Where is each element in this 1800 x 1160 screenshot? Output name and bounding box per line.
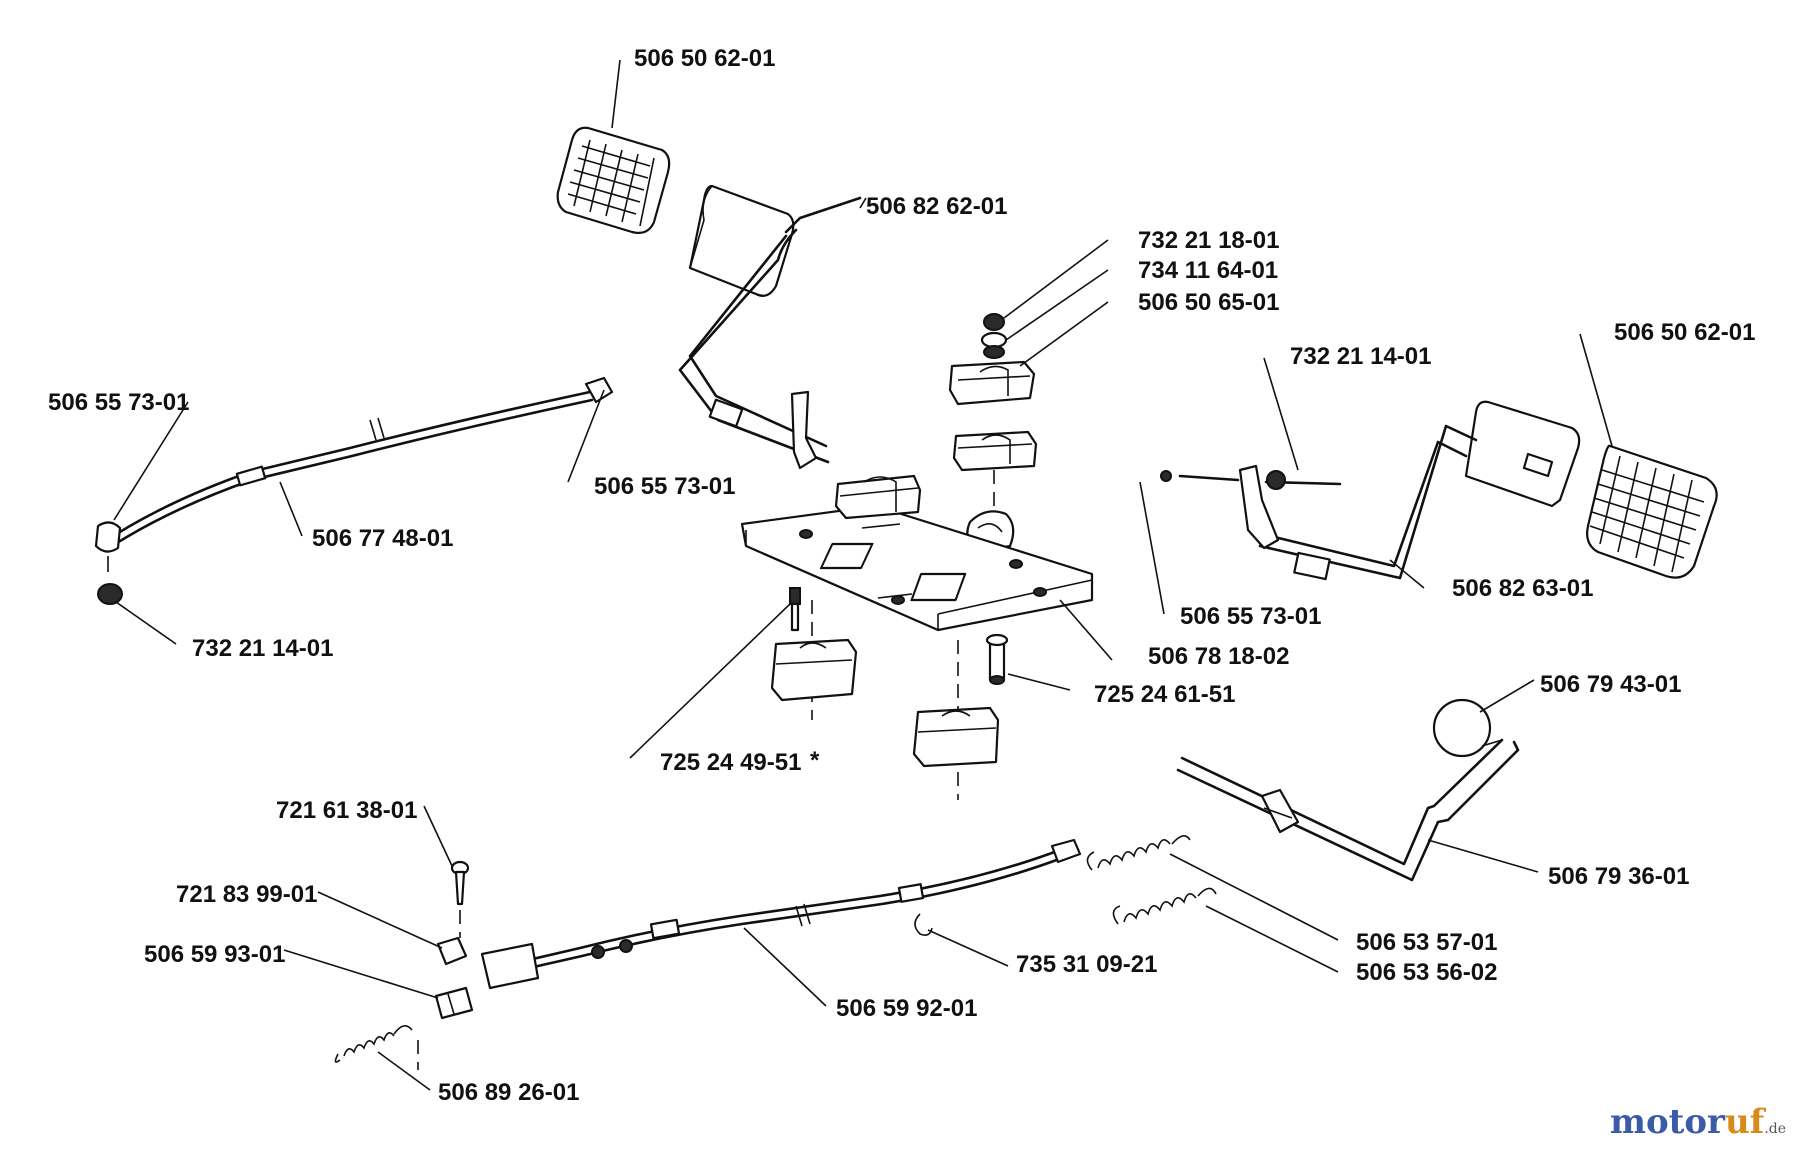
part-labels: 506 50 62-01 506 82 62-01 732 21 18-01 7… <box>48 45 1755 1106</box>
label-cable-end-right: 506 55 73-01 <box>594 473 735 500</box>
label-knob: 506 79 43-01 <box>1540 671 1681 698</box>
label-pin-right: 506 55 73-01 <box>1180 603 1321 630</box>
label-spring-a: 506 53 57-01 <box>1356 929 1497 956</box>
label-pedal-arm-right: 506 82 63-01 <box>1452 575 1593 602</box>
label-cable-end-left: 506 55 73-01 <box>48 389 189 416</box>
label-spring-small: 506 89 26-01 <box>438 1079 579 1106</box>
pedal-arm-left <box>678 184 862 470</box>
pedal-pad-right <box>1586 444 1718 579</box>
cable-lower <box>480 838 1082 990</box>
rod <box>1176 738 1520 882</box>
knob <box>1432 698 1503 758</box>
spring-small <box>334 1025 419 1070</box>
label-pedal-pad-right: 506 50 62-01 <box>1614 319 1755 346</box>
pedal-pad-left <box>556 126 671 234</box>
bushing-small <box>434 986 474 1020</box>
label-clip: 735 31 09-21 <box>1016 951 1157 978</box>
clamp <box>436 936 468 966</box>
label-cable-upper: 506 77 48-01 <box>312 525 453 552</box>
logo-part-3: .de <box>1764 1121 1786 1137</box>
label-bolt-left: 725 24 49-51 <box>660 749 801 776</box>
cable-upper <box>94 376 614 605</box>
label-washer-top: 734 11 64-01 <box>1138 257 1278 284</box>
logo-part-2: uf <box>1724 1102 1765 1142</box>
label-plate: 506 78 18-02 <box>1148 643 1289 670</box>
label-screw: 721 61 38-01 <box>276 797 417 824</box>
label-bolt-center: 725 24 61-51 <box>1094 681 1235 708</box>
pedal-arm-right <box>1160 400 1581 581</box>
logo-part-1: motor <box>1609 1102 1725 1142</box>
spring-a <box>1086 835 1191 871</box>
mounting-plate <box>740 474 1094 800</box>
label-rod: 506 79 36-01 <box>1548 863 1689 890</box>
label-nut-left: 732 21 14-01 <box>192 635 333 662</box>
bolt-left <box>789 587 801 632</box>
watermark-logo: motoruf.de <box>1610 1102 1786 1142</box>
screw <box>450 860 470 938</box>
label-bushing-top: 506 50 65-01 <box>1138 289 1279 316</box>
spring-b <box>1112 887 1217 925</box>
label-bushing-small: 506 59 93-01 <box>144 941 285 968</box>
label-nut-top: 732 21 18-01 <box>1138 227 1279 254</box>
bushing-lower-center <box>912 706 1000 768</box>
bushing-stack-top <box>948 313 1038 554</box>
label-spring-b: 506 53 56-02 <box>1356 959 1497 986</box>
label-clamp: 721 83 99-01 <box>176 881 317 908</box>
label-bolt-left-mark: * <box>810 747 820 774</box>
leader-lines <box>113 59 1613 1091</box>
label-nut-right: 732 21 14-01 <box>1290 343 1431 370</box>
label-pedal-arm-left: 506 82 62-01 <box>866 193 1007 220</box>
bolt-center <box>985 633 1009 685</box>
bushing-lower-left <box>770 638 858 702</box>
label-cable-lower: 506 59 92-01 <box>836 995 977 1022</box>
label-pedal-pad-left: 506 50 62-01 <box>634 45 775 72</box>
